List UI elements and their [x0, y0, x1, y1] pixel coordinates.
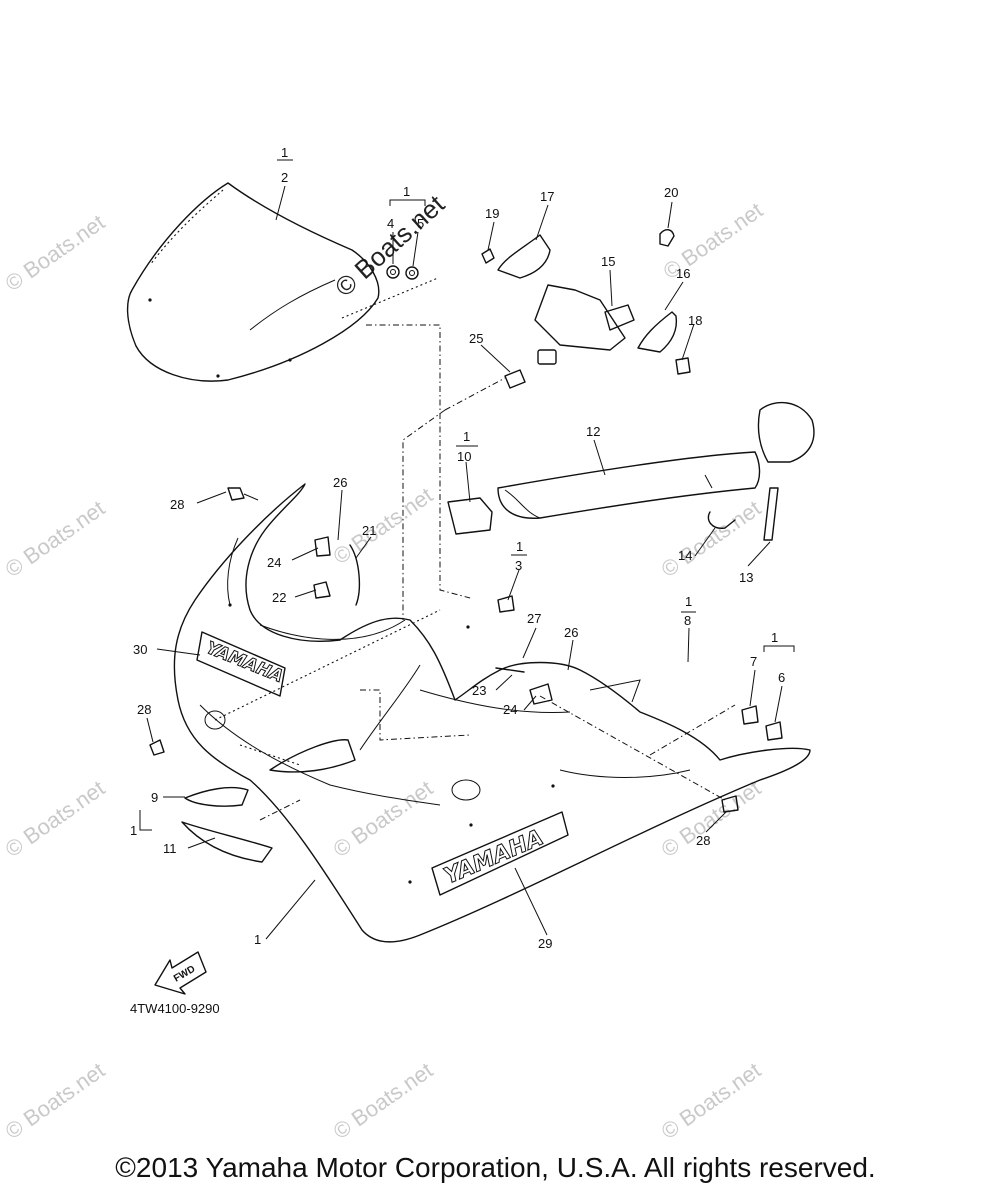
callout-2: 2 [281, 170, 288, 185]
callout-1: 1 [685, 594, 692, 609]
callout-12: 12 [586, 424, 600, 439]
callout-14: 14 [678, 548, 692, 563]
watermark: © Boats.net [1, 209, 110, 296]
fwd-label: FWD [172, 964, 197, 985]
clips [707, 487, 779, 541]
callout-1: 1 [130, 823, 137, 838]
callout-24: 24 [503, 702, 517, 717]
diagram-code: 4TW4100-9290 [130, 1001, 220, 1016]
grommet-nuts [341, 265, 439, 319]
watermark: © Boats.net [1, 775, 110, 862]
callout-20: 20 [664, 185, 678, 200]
callout-23: 23 [472, 683, 486, 698]
callout-16: 16 [676, 266, 690, 281]
watermark: © Boats.net [329, 482, 438, 569]
leader-lines [139, 159, 795, 940]
callout-13: 13 [739, 570, 753, 585]
decal-text: YAMAHA [203, 638, 286, 687]
callout-1: 1 [771, 630, 778, 645]
callout-10: 10 [457, 449, 471, 464]
windshield [126, 182, 380, 382]
fairing-stay [444, 229, 691, 411]
callout-11: 11 [163, 841, 177, 856]
callout-30: 30 [133, 642, 147, 657]
callout-6: 6 [778, 670, 785, 685]
callout-3: 3 [515, 558, 522, 573]
callout-19: 19 [485, 206, 499, 221]
callout-18: 18 [688, 313, 702, 328]
callout-1: 1 [403, 184, 410, 199]
callout-1: 1 [463, 429, 470, 444]
callout-28: 28 [696, 833, 710, 848]
fwd-arrow: FWD [154, 951, 207, 995]
callout-28: 28 [137, 702, 151, 717]
callout-22: 22 [272, 590, 286, 605]
callout-21: 21 [362, 523, 376, 538]
assembly-lines [214, 324, 736, 821]
copyright-notice: ©2013 Yamaha Motor Corporation, U.S.A. A… [115, 1152, 876, 1183]
watermark: © Boats.net [329, 1057, 438, 1144]
watermark: © Boats.net [657, 1057, 766, 1144]
watermarks: © Boats.net © Boats.net © Boats.net © Bo… [1, 188, 768, 1144]
callout-15: 15 [601, 254, 615, 269]
callout-5: 5 [417, 216, 424, 231]
callout-26: 26 [333, 475, 347, 490]
watermark: © Boats.net [659, 197, 768, 284]
callout-8: 8 [684, 613, 691, 628]
callout-28: 28 [170, 497, 184, 512]
callout-29: 29 [538, 936, 552, 951]
decal-30: YAMAHA [196, 631, 287, 697]
callout-1: 1 [516, 539, 523, 554]
callout-4: 4 [387, 216, 394, 231]
decal-29: YAMAHA [431, 811, 569, 896]
callout-1: 1 [281, 145, 288, 160]
air-duct [447, 401, 815, 535]
screws [149, 487, 783, 813]
watermark: © Boats.net [1, 495, 110, 582]
callout-25: 25 [469, 331, 483, 346]
callout-7: 7 [750, 654, 757, 669]
watermark: © Boats.net [1, 1057, 110, 1144]
callout-1: 1 [254, 932, 261, 947]
cowling [173, 483, 811, 943]
callout-24: 24 [267, 555, 281, 570]
callout-17: 17 [540, 189, 554, 204]
callout-27: 27 [527, 611, 541, 626]
callout-9: 9 [151, 790, 158, 805]
callouts: 1 2 1 4 5 19 17 20 15 16 18 25 1 10 12 2… [130, 145, 785, 951]
callout-26: 26 [564, 625, 578, 640]
